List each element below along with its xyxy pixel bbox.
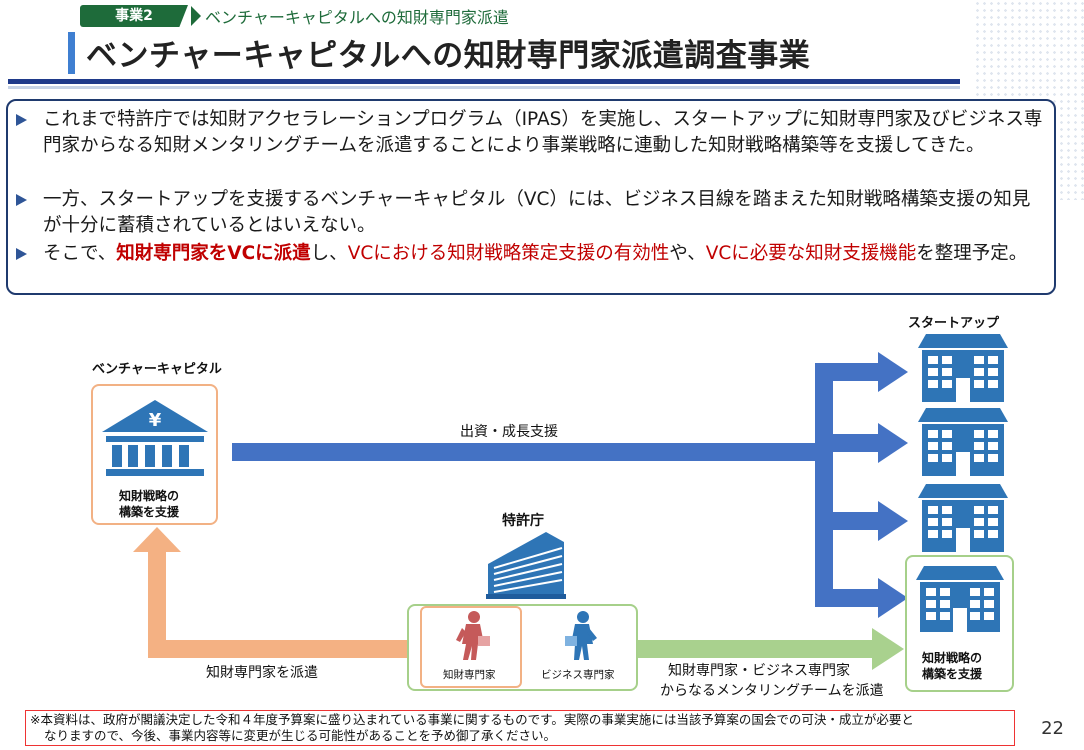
title-rule-shadow	[8, 86, 960, 89]
startup-title: スタートアップ	[908, 316, 1000, 331]
startup-box-line1: 知財戦略の	[922, 651, 983, 665]
chevron-right-icon	[191, 6, 201, 26]
bank-yen-icon: ¥	[102, 400, 208, 476]
emphasis-text: VCに必要な知財支援機能	[705, 243, 917, 264]
vc-box-line1: 知財戦略の	[119, 489, 180, 503]
bullet-text: 一方、スタートアップを支援するベンチャーキャピタル（VC）には、ビジネス目線を踏…	[43, 189, 1031, 236]
disclaimer-line2: なりますので、今後、事業内容等に変更が生じる可能性があることを予め御了承ください…	[44, 728, 557, 743]
dispatch-team-label-line2: からなるメンタリングチームを派遣	[660, 683, 884, 699]
section-subtitle: ベンチャーキャピタルへの知財専門家派遣	[205, 8, 509, 27]
building-icon	[918, 408, 1008, 476]
dispatch-ip-expert-label: 知財専門家を派遣	[206, 665, 318, 681]
dispatch-team-arrow	[636, 628, 904, 670]
title-accent-bar	[68, 32, 75, 74]
bullet-text: これまで特許庁では知財アクセラレーションプログラム（IPAS）を実施し、スタート…	[43, 109, 1043, 156]
jpo-title: 特許庁	[502, 513, 544, 529]
bullet-text-segment: そこで、	[43, 243, 117, 264]
vc-title: ベンチャーキャピタル	[92, 362, 222, 377]
business-expert-label: ビジネス専門家	[541, 669, 615, 681]
funding-arrow-shaft	[232, 443, 824, 461]
office-building-icon	[486, 532, 566, 599]
emphasis-text: 知財専門家をVCに派遣	[116, 243, 311, 264]
funding-arrow-label: 出資・成長支援	[460, 424, 558, 440]
bullet-text-segment: を整理予定。	[916, 243, 1028, 264]
building-icon	[918, 484, 1008, 552]
title-rule	[8, 79, 960, 84]
bullet-item: 一方、スタートアップを支援するベンチャーキャピタル（VC）には、ビジネス目線を踏…	[16, 187, 1043, 239]
disclaimer-line1: ※本資料は、政府が閣議決定した令和４年度予算案に盛り込まれている事業に関するもの…	[30, 712, 914, 727]
disclaimer-note: ※本資料は、政府が閣議決定した令和４年度予算案に盛り込まれている事業に関するもの…	[25, 710, 1015, 746]
bullet-triangle-icon	[16, 194, 27, 206]
bullet-item: これまで特許庁では知財アクセラレーションプログラム（IPAS）を実施し、スタート…	[16, 107, 1043, 159]
funding-arrow-branches	[815, 352, 908, 618]
building-icon	[916, 566, 1004, 632]
bullet-text-segment: し、	[310, 243, 348, 264]
ip-expert-icon	[456, 611, 490, 660]
page-title: ベンチャーキャピタルへの知財専門家派遣調査事業	[86, 38, 811, 74]
dispatch-team-label-line1: 知財専門家・ビジネス専門家	[668, 663, 850, 679]
bullet-text: そこで、知財専門家をVCに派遣し、VCにおける知財戦略策定支援の有効性や、VCに…	[43, 241, 1043, 267]
emphasis-text: VCにおける知財戦略策定支援の有効性	[347, 243, 670, 264]
startup-box-line2: 構築を支援	[922, 667, 983, 681]
funding-arrow-trunk	[815, 372, 833, 607]
bullet-triangle-icon	[16, 248, 27, 260]
svg-text:¥: ¥	[149, 410, 162, 431]
summary-box: これまで特許庁では知財アクセラレーションプログラム（IPAS）を実施し、スタート…	[6, 99, 1056, 295]
bullet-triangle-icon	[16, 114, 27, 126]
building-icon	[918, 334, 1008, 402]
dispatch-ip-expert-arrow	[133, 527, 422, 658]
vc-box-line2: 構築を支援	[119, 505, 180, 519]
ip-expert-label: 知財専門家	[443, 669, 496, 681]
page-number: 22	[1041, 718, 1064, 739]
bullet-item: そこで、知財専門家をVCに派遣し、VCにおける知財戦略策定支援の有効性や、VCに…	[16, 241, 1043, 267]
section-tag: 事業2	[80, 5, 188, 27]
business-expert-icon	[565, 611, 597, 660]
bullet-text-segment: や、	[669, 243, 706, 264]
